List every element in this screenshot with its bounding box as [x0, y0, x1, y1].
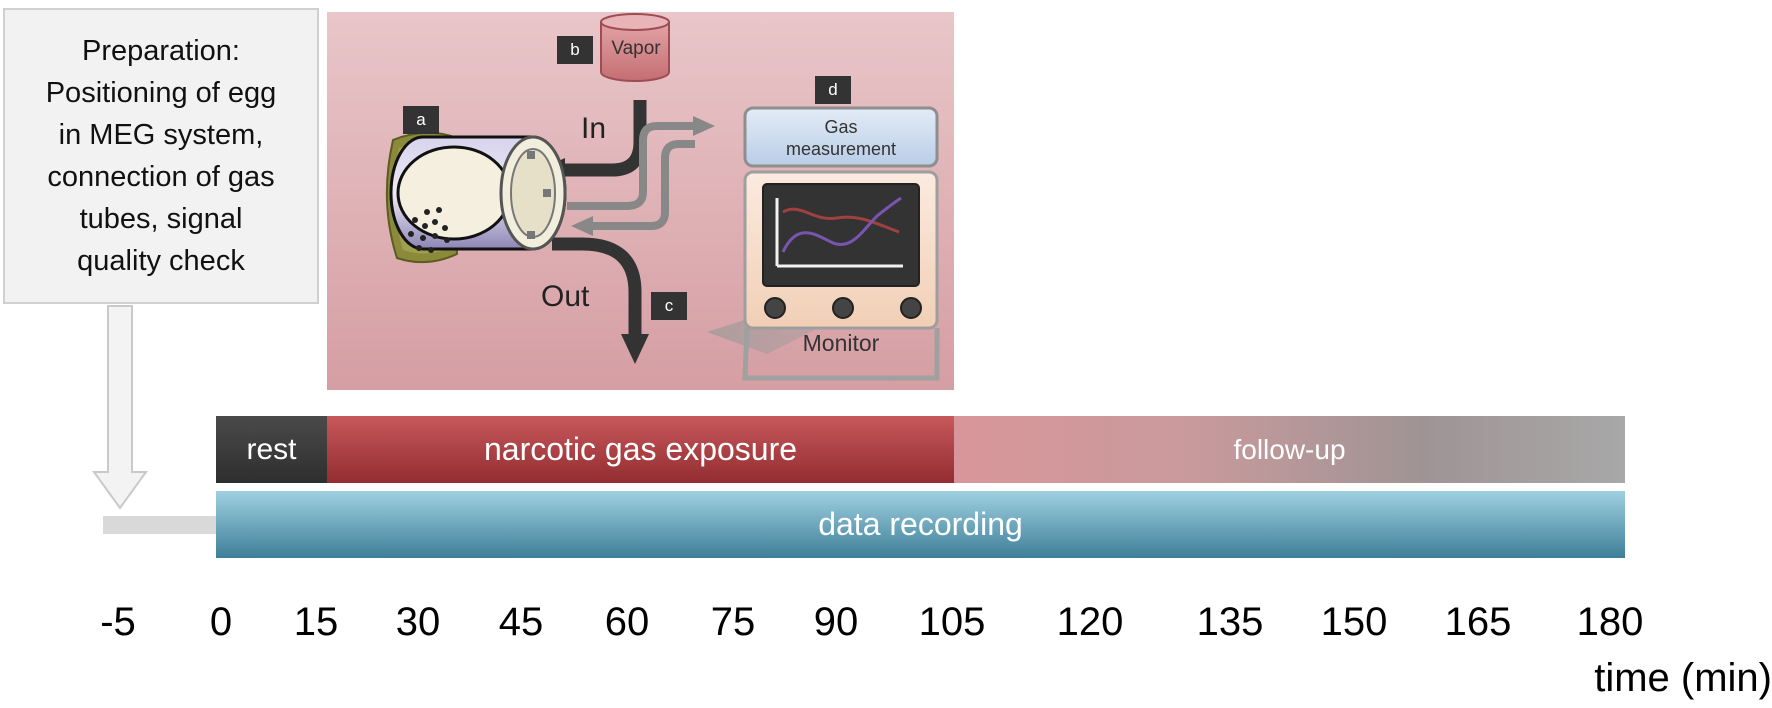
- phase-rest-bar: rest: [216, 416, 327, 483]
- setup-illustration: [385, 13, 940, 381]
- tick-label: 15: [293, 600, 339, 644]
- vapor-container: [600, 13, 670, 82]
- tick-label: 30: [395, 600, 441, 644]
- tick-label: 90: [813, 600, 859, 644]
- tick-label: 75: [710, 600, 756, 644]
- return-arrowhead: [571, 216, 593, 236]
- phase-exposure-bar: narcotic gas exposure: [327, 416, 954, 483]
- sample-arrowhead: [693, 116, 715, 136]
- tick-label: 105: [918, 600, 986, 644]
- tick-label: 120: [1056, 600, 1124, 644]
- tick-label: -5: [100, 600, 136, 644]
- gas-measurement-box: [743, 106, 939, 168]
- tick-label: 45: [498, 600, 544, 644]
- preparation-text: Preparation: Positioning of egg in MEG s…: [45, 35, 277, 277]
- tick-label: 165: [1444, 600, 1512, 644]
- tick-label: 60: [604, 600, 650, 644]
- data-recording-bar: data recording: [216, 491, 1625, 558]
- return-tube: [589, 140, 695, 230]
- preparation-box: Preparation: Positioning of egg in MEG s…: [3, 8, 319, 304]
- setup-panel: b a d c Vapor In Out Gas measurement Mon…: [327, 12, 954, 390]
- axis-title: time (min): [1594, 656, 1772, 700]
- out-arrowhead: [621, 334, 649, 364]
- tick-label: 180: [1576, 600, 1644, 644]
- pre-recording-bar: [103, 516, 216, 534]
- tick-label: 150: [1320, 600, 1388, 644]
- tick-label: 135: [1196, 600, 1264, 644]
- egg-chamber: [389, 135, 567, 251]
- out-tube: [552, 237, 642, 342]
- monitor-label: Monitor: [802, 330, 880, 356]
- monitor-device: [743, 170, 939, 330]
- label-d: d: [815, 76, 851, 104]
- in-label: In: [581, 112, 607, 145]
- gas-measurement-label: Gas measurement: [785, 117, 897, 159]
- out-label: Out: [541, 280, 590, 313]
- phase-followup-bar: follow-up: [954, 416, 1625, 483]
- preparation-arrow: [92, 305, 148, 510]
- vapor-label: Vapor: [611, 38, 661, 59]
- label-b: b: [557, 36, 593, 64]
- egg-dots: [408, 207, 450, 253]
- label-c: c: [651, 292, 687, 320]
- sample-tube: [567, 122, 697, 210]
- monitor-stand: [742, 327, 940, 381]
- label-a: a: [403, 106, 439, 134]
- tick-label: 0: [209, 600, 233, 644]
